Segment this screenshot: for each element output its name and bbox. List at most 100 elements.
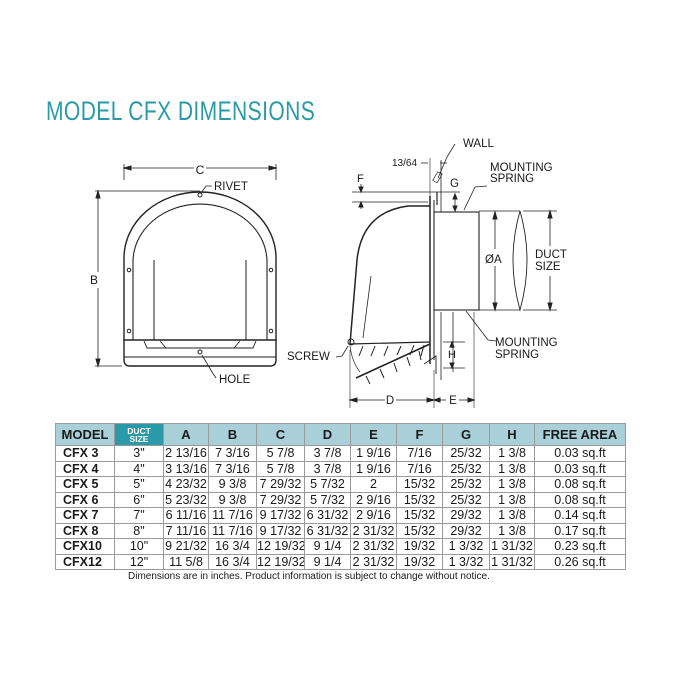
cell-a: 9 21/32 [163,538,209,555]
cell-h: 1 31/32 [489,553,535,570]
cell-e: 2 31/32 [350,553,397,570]
mounting-spring-top-line1: MOUNTING [490,162,553,174]
cell-g: 25/32 [442,445,490,462]
cell-b: 9 3/8 [208,476,257,493]
cell-model: CFX 7 [55,507,115,524]
cell-f: 15/32 [396,491,443,508]
mounting-spring-bottom-line2: SPRING [495,349,539,361]
dimension-drawings: C B RIVET HOLE [90,138,567,408]
cell-b: 11 7/16 [208,522,257,539]
cell-g: 29/32 [442,522,490,539]
header-h: H [489,423,535,446]
cell-h: 1 31/32 [489,538,535,555]
cell-g: 29/32 [442,507,490,524]
cell-d: 3 7/8 [304,460,351,477]
dim-a-label: ØA [485,254,502,266]
header-f: F [396,423,443,446]
cell-c: 9 17/32 [256,507,305,524]
cell-d: 9 1/4 [304,553,351,570]
hole-label: HOLE [219,374,251,386]
dim-e-label: E [449,395,457,407]
header-c: C [256,423,305,446]
header-g: G [442,423,490,446]
cell-a: 4 23/32 [163,476,209,493]
cell-h: 1 3/8 [489,460,535,477]
duct-line-1: DUCT [127,425,151,436]
page-title: MODEL CFX DIMENSIONS [46,96,316,126]
cell-f: 7/16 [396,445,443,462]
wall-label: WALL [463,138,494,150]
cell-free-area: 0.14 sq.ft [534,507,626,524]
cell-model: CFX 8 [55,522,115,539]
cell-b: 7 3/16 [208,445,257,462]
cell-d: 6 31/32 [304,522,351,539]
cell-f: 15/32 [396,476,443,493]
cell-f: 19/32 [396,553,443,570]
cell-e: 2 31/32 [350,538,397,555]
header-e: E [350,423,397,446]
cell-duct-size: 3" [114,445,164,462]
duct-line-2: SIZE [129,433,149,444]
cell-c: 7 29/32 [256,491,305,508]
cell-free-area: 0.03 sq.ft [534,445,626,462]
header-b: B [208,423,257,446]
cell-b: 16 3/4 [208,553,257,570]
side-view-drawing [335,143,557,408]
cell-free-area: 0.08 sq.ft [534,476,626,493]
footnote: Dimensions are in inches. Product inform… [128,571,490,582]
cell-d: 9 1/4 [304,538,351,555]
cell-duct-size: 10" [114,538,164,555]
cell-e: 2 31/32 [350,522,397,539]
mounting-spring-top-line2: SPRING [490,173,534,185]
cell-model: CFX 4 [55,460,115,477]
cell-c: 9 17/32 [256,522,305,539]
cell-duct-size: 12" [114,553,164,570]
cell-c: 7 29/32 [256,476,305,493]
cell-g: 25/32 [442,460,490,477]
cell-model: CFX 6 [55,491,115,508]
duct-size-line1: DUCT [535,249,567,261]
dim-d-label: D [386,395,394,407]
cell-b: 16 3/4 [208,538,257,555]
cell-c: 5 7/8 [256,460,305,477]
cell-a: 3 13/16 [163,460,209,477]
cell-a: 2 13/16 [163,445,209,462]
cell-f: 7/16 [396,460,443,477]
cell-duct-size: 8" [114,522,164,539]
cell-duct-size: 5" [114,476,164,493]
cell-a: 7 11/16 [163,522,209,539]
cell-h: 1 3/8 [489,522,535,539]
cell-a: 5 23/32 [163,491,209,508]
cell-model: CFX 5 [55,476,115,493]
cell-e: 1 9/16 [350,460,397,477]
cell-h: 1 3/8 [489,491,535,508]
cell-duct-size: 7" [114,507,164,524]
cell-g: 25/32 [442,476,490,493]
header-free-area: FREE AREA [534,423,626,446]
cell-free-area: 0.03 sq.ft [534,460,626,477]
cell-f: 15/32 [396,522,443,539]
cell-d: 5 7/32 [304,476,351,493]
cell-h: 1 3/8 [489,507,535,524]
cell-duct-size: 6" [114,491,164,508]
dim-f-label: F [357,173,364,185]
cell-b: 9 3/8 [208,491,257,508]
cell-duct-size: 4" [114,460,164,477]
cell-free-area: 0.26 sq.ft [534,553,626,570]
cell-c: 5 7/8 [256,445,305,462]
cell-f: 15/32 [396,507,443,524]
dim-c-label: C [196,163,205,177]
cell-a: 6 11/16 [163,507,209,524]
cell-b: 7 3/16 [208,460,257,477]
cell-model: CFX10 [55,538,115,555]
